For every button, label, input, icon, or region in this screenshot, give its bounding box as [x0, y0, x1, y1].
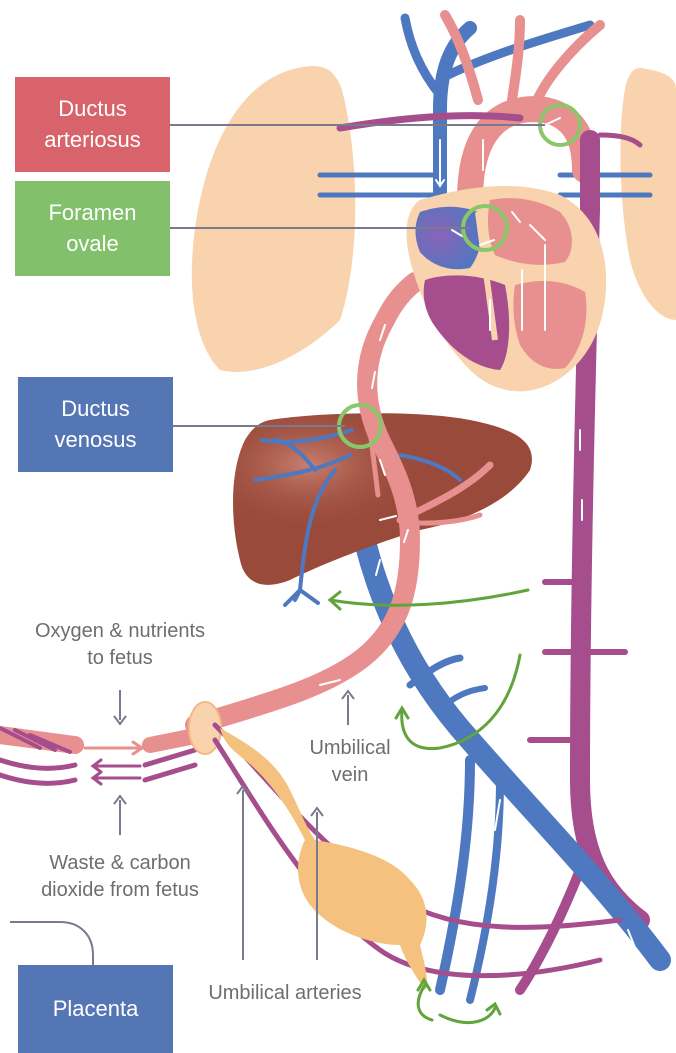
ductus-arteriosus-box: Ductus arteriosus [15, 77, 170, 172]
ductus-venosus-label: Ductus venosus [55, 394, 137, 456]
foramen-ovale-label: Foramen ovale [48, 198, 136, 260]
left-lung [192, 66, 355, 372]
aortic-arch [445, 15, 600, 200]
ductus-arteriosus-label: Ductus arteriosus [44, 94, 141, 156]
heart [407, 186, 607, 391]
placenta-label: Placenta [53, 994, 139, 1025]
foramen-ovale-box: Foramen ovale [15, 181, 170, 276]
umbilical-vein-label: Umbilical vein [285, 735, 415, 789]
umbilical-cord [0, 728, 200, 783]
placenta-box: Placenta [18, 965, 173, 1053]
umbilical-arteries-label: Umbilical arteries [180, 980, 390, 1007]
oxygen-nutrients-label: Oxygen & nutrients to fetus [0, 618, 240, 672]
exchange-arrows [85, 742, 142, 784]
ductus-venosus-box: Ductus venosus [18, 377, 173, 472]
waste-co2-label: Waste & carbon dioxide from fetus [5, 850, 235, 904]
